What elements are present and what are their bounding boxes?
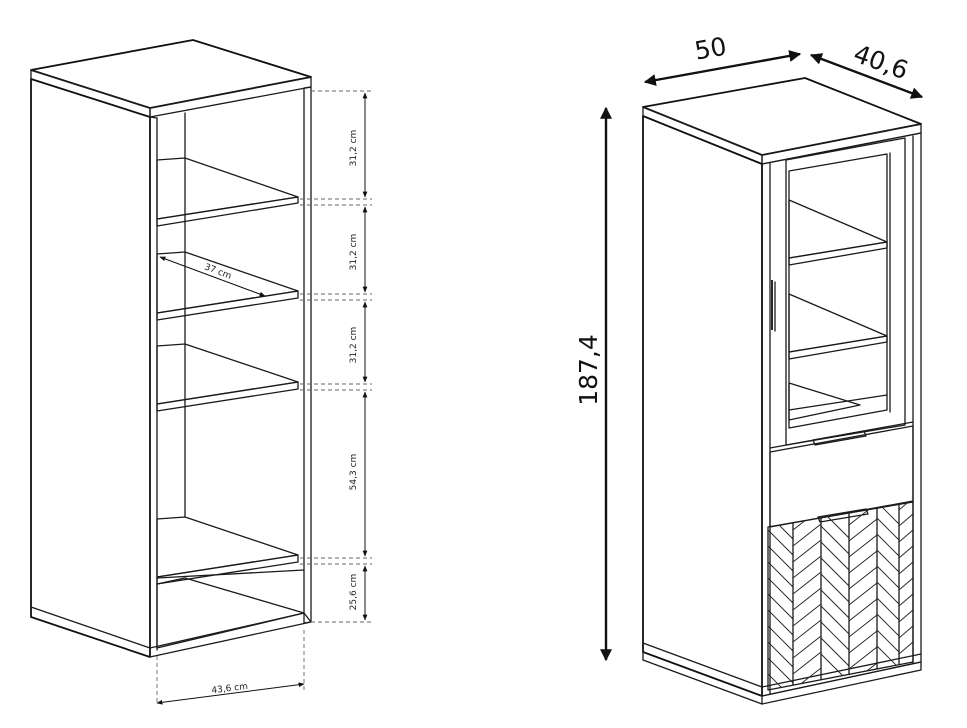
herringbone-pattern xyxy=(768,502,913,690)
left-top-front-edge xyxy=(30,69,151,118)
right-dimensions: 50 40,6 187,4 xyxy=(574,32,924,662)
depth-label: 40,6 xyxy=(850,39,912,85)
shelf-depth-dimension: 37 cm xyxy=(159,256,266,297)
right-side-panel xyxy=(642,115,763,697)
glass-door[interactable] xyxy=(771,137,906,446)
dim-label-5: 25,6 cm xyxy=(349,574,359,611)
left-right-side-edge xyxy=(303,86,312,624)
dim-label-2: 31,2 cm xyxy=(349,234,359,271)
right-plinth xyxy=(761,661,922,705)
inner-width-label: 43,6 cm xyxy=(211,682,249,696)
shelf-2 xyxy=(156,251,299,321)
drawer[interactable] xyxy=(769,421,914,528)
height-label: 187,4 xyxy=(574,334,603,406)
dim-label-1: 31,2 cm xyxy=(349,130,359,167)
inner-width-dimension: 43,6 cm xyxy=(156,682,305,705)
left-cabinet xyxy=(30,39,312,658)
left-side-panel xyxy=(30,78,151,658)
width-label: 50 xyxy=(692,32,728,66)
dim-label-4: 54,3 cm xyxy=(349,454,359,491)
bottom-door-handle[interactable] xyxy=(817,508,869,523)
left-extension-lines xyxy=(156,90,372,705)
width-arrow xyxy=(643,50,802,86)
shelf-1 xyxy=(156,157,299,227)
right-top-panel xyxy=(642,77,922,156)
left-bottom-panel xyxy=(149,612,312,658)
shelf-3 xyxy=(156,343,299,412)
right-cabinet xyxy=(642,77,922,705)
depth-arrow xyxy=(809,53,924,99)
left-top-panel xyxy=(30,39,312,109)
left-top-right-edge xyxy=(149,76,312,118)
left-height-dimensions: 31,2 cm 31,2 cm 31,2 cm 54,3 cm 25,6 cm xyxy=(349,92,368,621)
dim-label-3: 31,2 cm xyxy=(349,327,359,364)
bottom-door[interactable] xyxy=(767,485,914,700)
